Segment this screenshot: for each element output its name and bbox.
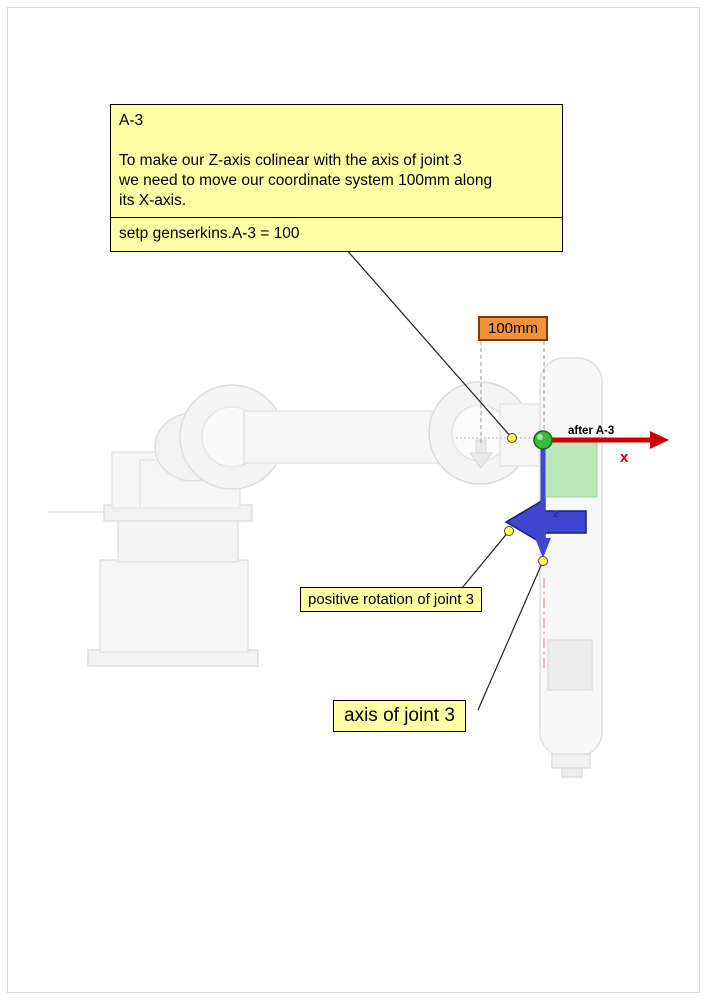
origin-marker-ball [533,430,553,450]
measurement-lines [480,341,545,443]
x-axis-arrow [551,431,669,449]
robot-arm-illustration [48,357,603,778]
marker-dot-origin [507,433,517,443]
robot-tool-cap [551,753,591,769]
callout-body: To make our Z-axis colinear with the axi… [119,151,554,211]
marker-dot-axis [538,556,548,566]
positive-rotation-label: positive rotation of joint 3 [300,587,482,612]
leader-axis-of-joint3 [477,560,544,711]
z-axis-arrow [535,447,551,558]
leader-lines [344,247,544,711]
callout-body-line1: To make our Z-axis colinear with the axi… [119,152,462,169]
wrist-down-pointer-head [469,452,493,469]
leader-dots [504,433,548,566]
z-axis-label: z [553,506,559,520]
distance-label: 100mm [478,316,548,341]
callout-body-line3: its X-axis. [119,192,187,209]
robot-base-body [99,559,249,653]
origin-marker-highlight [537,434,543,440]
after-a3-label: after A-3 [568,425,614,437]
callout-box: A-3 To make our Z-axis colinear with the… [110,104,563,252]
origin-marker [533,430,553,450]
marker-dot-rotation [504,526,514,536]
robot-tool-band [547,639,593,691]
robot-tool-body [539,357,603,757]
callout-command: setp genserkins.A-3 = 100 [111,217,562,244]
z-axis-arrow-head [535,538,551,558]
xz-plane [542,440,598,498]
robot-arm-link [243,410,457,464]
robot-base-neck [117,519,239,563]
leader-callout [344,247,513,439]
x-axis-arrow-head [650,431,669,449]
robot-tool-tip [561,767,583,778]
callout-title: A-3 [119,112,144,129]
axis-of-joint3-label: axis of joint 3 [333,700,466,732]
x-axis-label: x [620,449,629,466]
callout-body-line2: we need to move our coordinate system 10… [119,172,493,189]
leader-positive-rotation [461,530,510,589]
